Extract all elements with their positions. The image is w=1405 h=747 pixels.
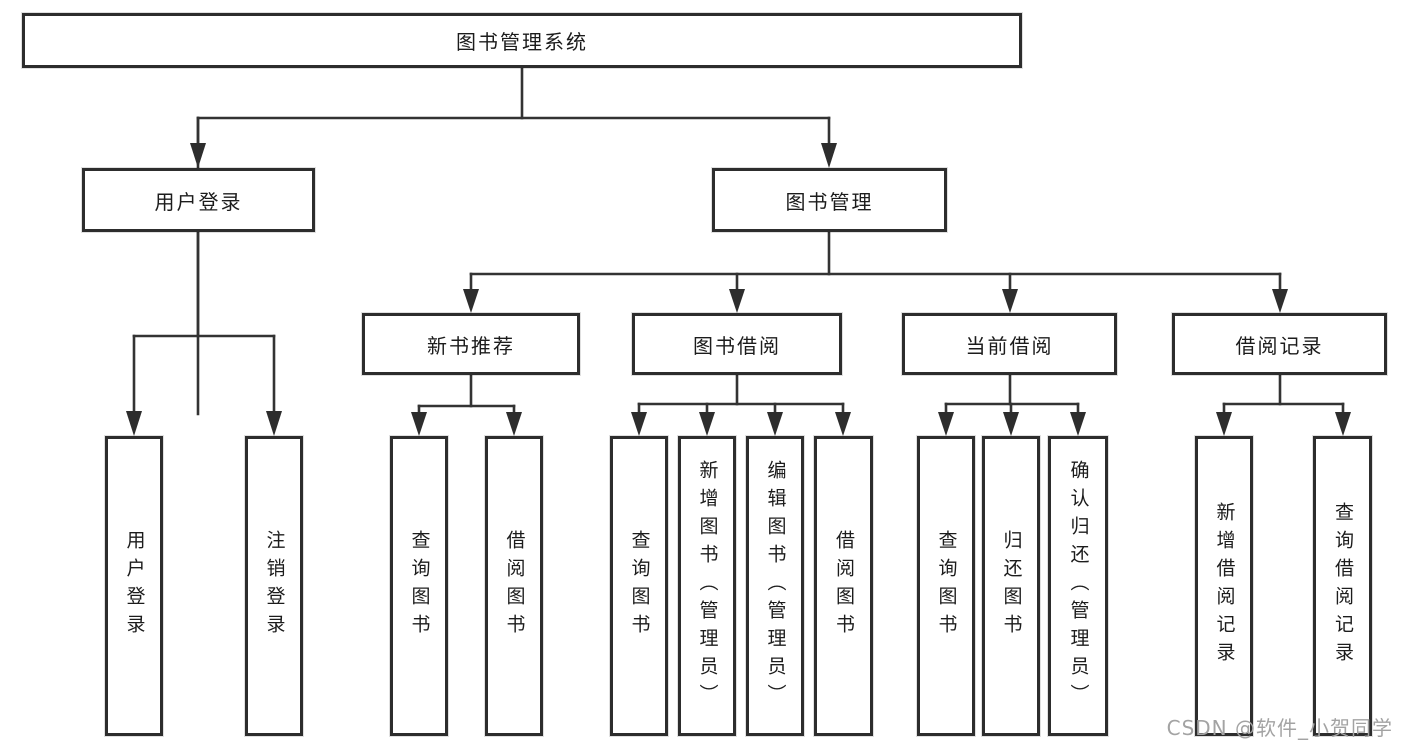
leaf-confirm-return-admin: 确认归还（管理员） [1048, 436, 1108, 736]
leaf-query-borrow-record: 查询借阅记录 [1313, 436, 1372, 736]
leaf-query-books-recommend: 查询图书 [390, 436, 448, 736]
node-book-borrow: 图书借阅 [632, 313, 842, 375]
leaf-logout: 注销登录 [245, 436, 303, 736]
leaf-add-book-admin: 新增图书（管理员） [678, 436, 736, 736]
leaf-user-login: 用户登录 [105, 436, 163, 736]
node-current-borrow: 当前借阅 [902, 313, 1117, 375]
leaf-borrow-books: 借阅图书 [814, 436, 873, 736]
watermark: CSDN @软件_小贺同学 [1166, 716, 1393, 740]
node-book-management: 图书管理 [712, 168, 947, 232]
leaf-query-books-borrow: 查询图书 [610, 436, 668, 736]
leaf-edit-book-admin: 编辑图书（管理员） [746, 436, 804, 736]
node-root: 图书管理系统 [22, 13, 1022, 68]
arrowheads [126, 143, 1351, 436]
node-new-book-recommend: 新书推荐 [362, 313, 580, 375]
leaf-query-books-current: 查询图书 [917, 436, 975, 736]
leaf-add-borrow-record: 新增借阅记录 [1195, 436, 1253, 736]
leaf-borrow-books-recommend: 借阅图书 [485, 436, 543, 736]
leaf-return-book: 归还图书 [982, 436, 1040, 736]
node-user-login: 用户登录 [82, 168, 315, 232]
node-borrow-records: 借阅记录 [1172, 313, 1387, 375]
